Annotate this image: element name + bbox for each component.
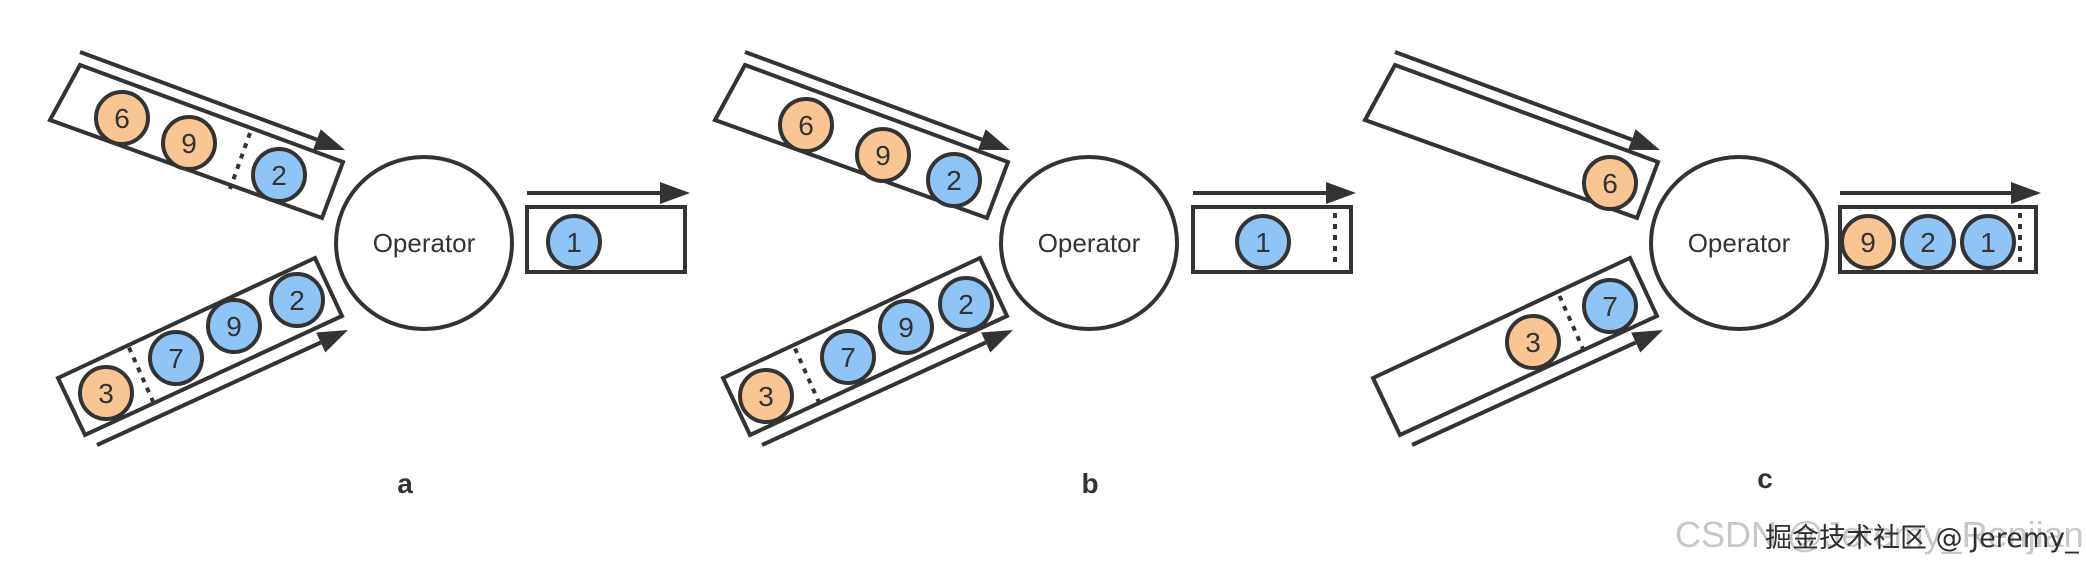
output-queue-ball: 1	[1235, 214, 1291, 270]
ball-label: 3	[758, 381, 774, 412]
ball-label: 6	[1602, 168, 1618, 199]
lower-queue-ball: 9	[878, 299, 934, 355]
upper-queue-arrow	[79, 50, 345, 150]
ball-label: 6	[114, 103, 130, 134]
upper-queue-arrow	[744, 50, 1010, 150]
lower-queue-box	[1370, 255, 1660, 438]
upper-queue-ball: 6	[1582, 155, 1638, 211]
lower-queue-ball: 3	[78, 365, 134, 421]
ball-label: 1	[1980, 227, 1996, 258]
output-queue-ball: 9	[1840, 214, 1896, 270]
panel-label: a	[397, 468, 413, 499]
upper-queue-box	[712, 62, 1011, 221]
ball-label: 2	[289, 285, 305, 316]
upper-queue-ball: 2	[926, 152, 982, 208]
ball-label: 2	[946, 165, 962, 196]
upper-queue-arrow	[1394, 50, 1660, 150]
operator-node: Operator	[1649, 155, 1829, 331]
output-arrow	[1840, 182, 2041, 204]
upper-queue-ball: 6	[778, 97, 834, 153]
upper-queue-ball: 9	[855, 127, 911, 183]
output-queue-ball: 2	[1900, 214, 1956, 270]
panel-a: Operator a	[47, 62, 687, 499]
ball-label: 3	[1525, 327, 1541, 358]
ball-label: 2	[958, 289, 974, 320]
lower-queue-ball: 2	[938, 276, 994, 332]
lower-queue-ball: 3	[1505, 314, 1561, 370]
upper-queue-ball: 6	[94, 90, 150, 146]
ball-label: 1	[566, 227, 582, 258]
ball-label: 9	[1860, 227, 1876, 258]
lower-separator	[793, 347, 821, 404]
watermark-front: 掘金技术社区 @ Jeremy_	[1765, 523, 2079, 554]
ball-label: 2	[271, 160, 287, 191]
lower-queue-ball: 7	[148, 330, 204, 386]
ball-label: 7	[1602, 291, 1618, 322]
output-arrow	[1193, 182, 1356, 204]
output-queue-ball: 1	[1960, 214, 2016, 270]
ball-label: 1	[1255, 227, 1271, 258]
operator-label: Operator	[1688, 228, 1791, 258]
panel-label: b	[1081, 468, 1098, 499]
upper-queue-ball: 9	[161, 115, 217, 171]
upper-queue-box	[1362, 62, 1661, 221]
ball-label: 3	[98, 378, 114, 409]
lower-queue-ball: 3	[738, 368, 794, 424]
ball-label: 6	[798, 110, 814, 141]
panel-label: c	[1757, 463, 1773, 494]
upper-queue-ball: 2	[251, 147, 307, 203]
ball-label: 9	[875, 140, 891, 171]
operator-label: Operator	[1038, 228, 1141, 258]
operator-node: Operator	[334, 155, 514, 331]
upper-separator	[228, 132, 252, 190]
operator-label: Operator	[373, 228, 476, 258]
lower-separator	[1557, 295, 1586, 351]
lower-queue-box	[55, 255, 345, 438]
output-queue-box	[525, 205, 687, 274]
ball-label: 7	[840, 342, 856, 373]
operator-node: Operator	[999, 155, 1179, 331]
panel-b: Operator b	[712, 62, 1353, 499]
watermark-back: CSDN @Jeremy_Renjian	[1675, 514, 2084, 555]
panel-c: Operator c	[1362, 62, 2038, 494]
ball-label: 9	[226, 311, 242, 342]
lower-queue-ball: 7	[820, 329, 876, 385]
lower-queue-arrow	[96, 330, 348, 447]
lower-queue-ball: 7	[1582, 278, 1638, 334]
output-queue-box	[1191, 205, 1353, 274]
ball-label: 9	[898, 312, 914, 343]
ball-label: 2	[1920, 227, 1936, 258]
ball-label: 7	[168, 343, 184, 374]
output-arrow	[527, 182, 690, 204]
lower-queue-ball: 9	[206, 298, 262, 354]
ball-label: 9	[181, 128, 197, 159]
lower-queue-ball: 2	[269, 272, 325, 328]
output-queue-box	[1838, 205, 2038, 274]
lower-queue-box	[720, 255, 1010, 438]
lower-queue-arrow	[1411, 330, 1663, 447]
output-queue-ball: 1	[546, 214, 602, 270]
lower-queue-arrow	[761, 330, 1013, 447]
